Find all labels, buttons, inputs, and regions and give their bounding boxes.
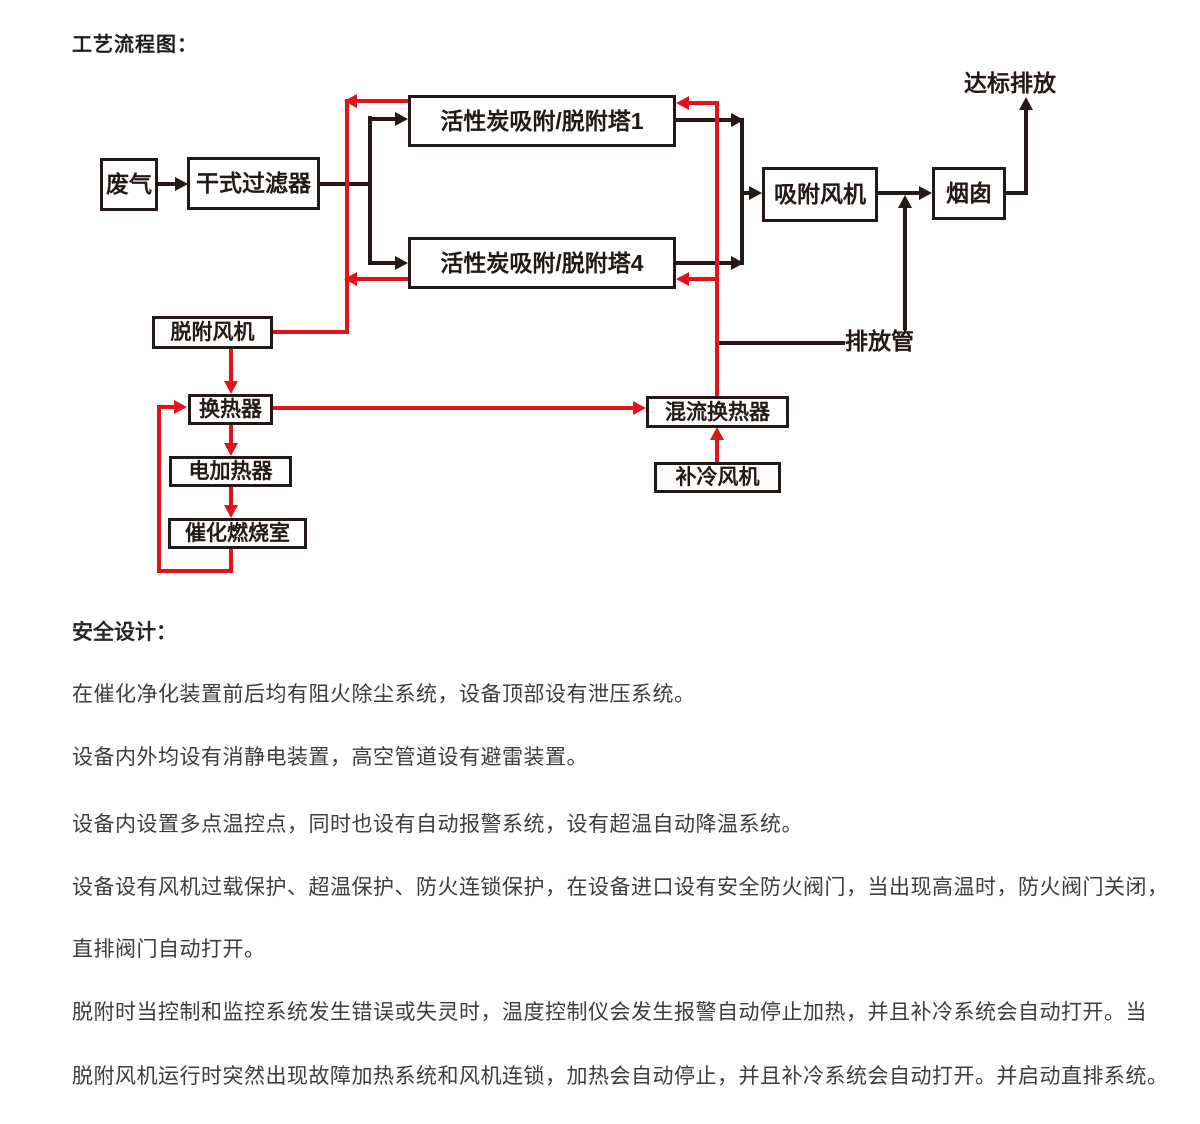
pipe-tower4-desorption-out — [357, 277, 408, 281]
node-mixed-flow-heat-exchanger-label: 混流换热器 — [665, 400, 770, 424]
arrowhead-into-heatexchanger-top — [224, 381, 238, 394]
pipe-desorptionfan-to-heatexchanger — [229, 349, 233, 381]
pipe-collector-to-fan — [744, 191, 750, 195]
safety-line-5: 直排阀门自动打开。 — [72, 938, 266, 961]
arrowhead-into-chimney — [919, 186, 932, 200]
pipe-desorption-left-vertical — [345, 99, 349, 334]
node-chimney: 烟囱 — [932, 167, 1006, 220]
pipe-desorptionfan-inlet — [273, 330, 347, 334]
pipe-tower1-desorption-out — [357, 99, 408, 103]
pipe-emission-vertical — [1024, 110, 1028, 195]
page-title: 工艺流程图： — [72, 34, 198, 56]
pipe-wastegas-to-dryfilter — [158, 182, 178, 186]
node-carbon-tower-1-label: 活性炭吸附/脱附塔1 — [440, 107, 644, 134]
arrowhead-into-dryfilter — [175, 177, 188, 191]
arrowhead-into-heater — [224, 443, 238, 456]
arrowhead-hotair-into-tower4 — [676, 272, 689, 286]
pipe-tower1-outlet — [676, 118, 731, 122]
pipe-mixedflow-riser — [715, 101, 719, 396]
pipe-heatexchanger-to-heater — [229, 425, 233, 443]
safety-design-heading: 安全设计： — [72, 621, 177, 644]
label-discharge-pipe: 排放管 — [845, 328, 914, 354]
node-chimney-label: 烟囱 — [946, 180, 992, 206]
arrowhead-into-tower4 — [395, 256, 408, 270]
pipe-heater-to-chamber — [229, 487, 233, 505]
safety-line-4: 设备设有风机过载保护、超温保护、防火连锁保护，在设备进口设有安全防火阀门，当出现… — [72, 876, 1169, 899]
pipe-loop-left-vertical — [157, 405, 161, 573]
pipe-split-vertical — [368, 116, 372, 265]
pipe-riser-to-tower4 — [688, 277, 715, 281]
pipe-heatexchanger-to-mixedflow — [273, 406, 634, 410]
node-desorption-fan-label: 脱附风机 — [170, 321, 255, 344]
node-dry-filter-label: 干式过滤器 — [196, 170, 311, 196]
node-heat-exchanger-label: 换热器 — [199, 398, 262, 421]
node-mixed-flow-heat-exchanger: 混流换热器 — [646, 396, 789, 428]
node-electric-heater: 电加热器 — [169, 456, 292, 487]
arrowhead-loop-into-heatexchanger — [174, 400, 187, 414]
node-carbon-tower-4: 活性炭吸附/脱附塔4 — [408, 237, 676, 289]
pipe-split-to-tower4 — [372, 261, 395, 265]
pipe-discharge-horizontal — [719, 341, 845, 345]
label-compliant-emission: 达标排放 — [964, 70, 1056, 96]
pipe-split-to-tower1 — [372, 117, 395, 121]
arrowhead-discharge-up — [898, 195, 912, 208]
safety-line-7: 脱附风机运行时突然出现故障加热系统和风机连锁，加热会自动停止，并且补冷系统会自动… — [72, 1065, 1169, 1088]
arrowhead-into-chamber — [224, 505, 238, 518]
node-desorption-fan: 脱附风机 — [152, 316, 273, 349]
safety-line-3: 设备内设置多点温控点，同时也设有自动报警系统，设有超温自动降温系统。 — [72, 813, 803, 836]
safety-line-2: 设备内外均设有消静电装置，高空管道设有避雷装置。 — [72, 746, 588, 769]
arrowhead-emission-up — [1019, 97, 1033, 110]
pipe-tower4-outlet — [676, 261, 731, 265]
node-catalytic-chamber-label: 催化燃烧室 — [185, 522, 290, 545]
safety-line-1: 在催化净化装置前后均有阻火除尘系统，设备顶部设有泄压系统。 — [72, 683, 696, 706]
pipe-collector-vertical — [740, 118, 744, 265]
arrowhead-into-tower1 — [395, 112, 408, 126]
node-cooling-fan-label: 补冷风机 — [675, 466, 760, 489]
node-adsorption-fan: 吸附风机 — [762, 167, 878, 222]
node-dry-filter: 干式过滤器 — [187, 157, 320, 210]
node-waste-gas: 废气 — [100, 158, 158, 211]
pipe-fan-to-chimney — [878, 191, 919, 195]
node-waste-gas-label: 废气 — [106, 171, 152, 197]
pipe-chimney-outlet — [1006, 191, 1026, 195]
arrowhead-tower1-desorption — [344, 94, 357, 108]
node-heat-exchanger: 换热器 — [188, 394, 273, 425]
node-cooling-fan: 补冷风机 — [654, 462, 781, 493]
arrowhead-hotair-into-tower1 — [676, 96, 689, 110]
node-electric-heater-label: 电加热器 — [188, 460, 273, 483]
pipe-loop-bottom — [157, 569, 233, 573]
arrowhead-into-adsorption-fan — [749, 186, 762, 200]
pipe-loop-into-heatexchanger — [157, 405, 175, 409]
pipe-chamber-down — [229, 549, 233, 573]
node-carbon-tower-1: 活性炭吸附/脱附塔1 — [408, 95, 676, 147]
node-carbon-tower-4-label: 活性炭吸附/脱附塔4 — [440, 249, 644, 276]
node-adsorption-fan-label: 吸附风机 — [774, 181, 866, 207]
arrowhead-into-mixedflow — [633, 401, 646, 415]
pipe-riser-to-tower1 — [688, 101, 715, 105]
safety-line-6: 脱附时当控制和监控系统发生错误或失灵时，温度控制仪会发生报警自动停止加热，并且补… — [72, 1001, 1147, 1024]
pipe-coolingfan-to-mixedflow — [715, 440, 719, 462]
node-catalytic-chamber: 催化燃烧室 — [168, 518, 307, 549]
pipe-discharge-vertical — [903, 208, 907, 330]
arrowhead-into-mixedflow-bottom — [710, 427, 724, 440]
arrowhead-tower4-desorption — [344, 272, 357, 286]
